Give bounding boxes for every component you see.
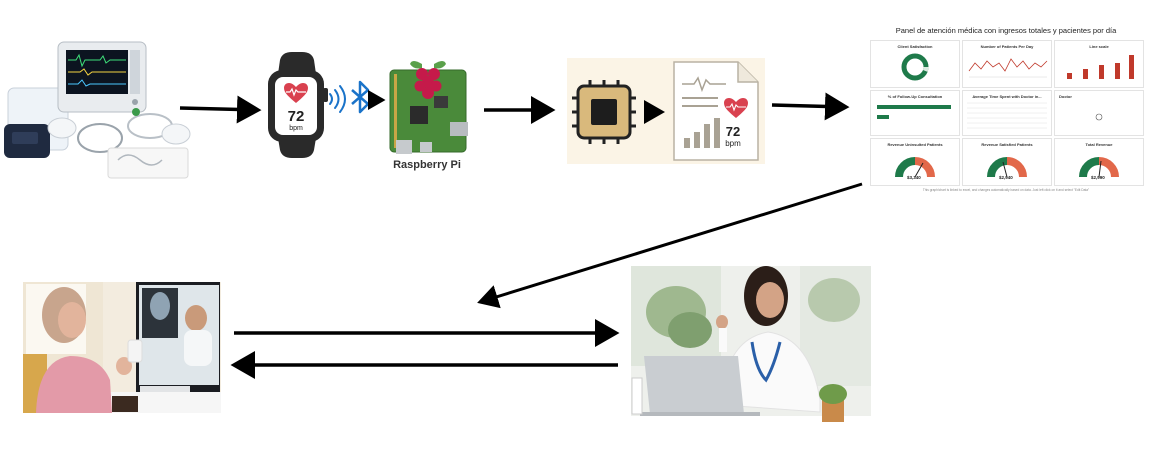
doctor-photo bbox=[631, 266, 871, 428]
patient-monitor-icon bbox=[4, 41, 191, 179]
report-bpm-unit: bpm bbox=[725, 139, 741, 148]
dashboard-image: Panel de atención médica con ingresos to… bbox=[866, 26, 1146, 194]
line-chart bbox=[968, 58, 1048, 78]
card-revenue-uninsured: Revenue Uninsulted Patients $3,340 bbox=[870, 138, 960, 186]
elderly-patient-photo bbox=[23, 282, 221, 413]
card-title: Line scale bbox=[1089, 44, 1109, 49]
card-followup: % of Follow-Up Consultation bbox=[870, 90, 960, 136]
card-title: % of Follow-Up Consultation bbox=[887, 94, 943, 99]
gauge-value: $3,340 bbox=[907, 175, 921, 180]
raspberry-pi-icon bbox=[389, 61, 468, 154]
card-title: Number of Patients Per Day bbox=[980, 44, 1034, 49]
gauge-chart bbox=[1079, 157, 1119, 178]
card-patients-per-day: Number of Patients Per Day bbox=[962, 40, 1052, 88]
bluetooth-icon bbox=[351, 80, 370, 114]
card-title: Total Revenue bbox=[1085, 142, 1113, 147]
heart-icon bbox=[284, 83, 308, 103]
donut-chart bbox=[901, 53, 929, 81]
card-title: Client Satisfaction bbox=[897, 44, 933, 49]
card-title: Doctor bbox=[1059, 94, 1072, 99]
report-document-icon bbox=[673, 61, 759, 161]
card-title: Revenue Uninsulted Patients bbox=[887, 142, 943, 147]
dashboard-footer: This graph/chart is linked to excel, and… bbox=[922, 188, 1090, 192]
followup-bar-chart bbox=[877, 105, 951, 119]
card-total-revenue: Total Revenue $2,990 bbox=[1054, 138, 1144, 186]
gauge-chart bbox=[987, 157, 1027, 178]
wireless-signal-icon bbox=[329, 85, 346, 113]
avg-time-table bbox=[967, 102, 1047, 129]
arrow-monitor-to-watch bbox=[179, 95, 262, 124]
dashboard-title: Panel de atención médica con ingresos to… bbox=[895, 26, 1117, 35]
watch-bpm-unit: bpm bbox=[289, 125, 303, 132]
card-title: Average Time Spent with Doctor in... bbox=[972, 94, 1042, 99]
raspberry-pi-label: Raspberry Pi bbox=[393, 159, 461, 171]
gauge-chart bbox=[895, 157, 935, 178]
card-doctor: Doctor bbox=[1054, 90, 1144, 136]
bar-chart bbox=[1067, 55, 1134, 79]
doctor-panel bbox=[1095, 113, 1103, 121]
card-line-scale: Line scale bbox=[1054, 40, 1144, 88]
report-bpm-value: 72 bbox=[726, 124, 740, 139]
chip-icon bbox=[572, 80, 636, 144]
arrow-processing-to-dashboard bbox=[771, 92, 850, 121]
raspberry-logo bbox=[410, 61, 446, 99]
card-revenue-satisfied: Revenue Satisfied Patients $2,940 bbox=[962, 138, 1052, 186]
smartwatch-icon bbox=[268, 52, 328, 158]
gauge-value: $2,990 bbox=[1091, 175, 1105, 180]
watch-bpm-value: 72 bbox=[288, 108, 305, 125]
report-heart-icon bbox=[724, 98, 748, 118]
card-client-satisfaction: Client Satisfaction bbox=[870, 40, 960, 88]
card-avg-time: Average Time Spent with Doctor in... bbox=[962, 90, 1052, 136]
card-title: Revenue Satisfied Patients bbox=[981, 142, 1033, 147]
gauge-value: $2,940 bbox=[999, 175, 1013, 180]
arrow-dashboard-to-telemedicine bbox=[477, 182, 863, 309]
